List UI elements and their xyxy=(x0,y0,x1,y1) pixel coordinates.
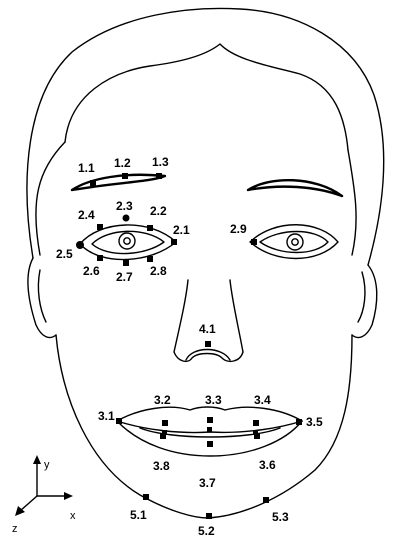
marker-mouth-inner-left xyxy=(162,430,167,435)
marker-mouth-inner-right xyxy=(253,430,258,435)
label-1-1: 1.1 xyxy=(78,161,95,175)
right-iris xyxy=(287,234,303,250)
hairline-right xyxy=(348,150,356,255)
label-4-1: 4.1 xyxy=(199,322,216,336)
marker-2-3 xyxy=(123,215,130,222)
left-pupil xyxy=(124,238,130,244)
marker-5-1 xyxy=(143,494,149,500)
marker-4-1 xyxy=(205,341,211,347)
left-eyebrow xyxy=(72,175,165,190)
label-3-5: 3.5 xyxy=(306,415,323,429)
marker-3-1 xyxy=(116,418,122,424)
label-3-1: 3.1 xyxy=(98,409,115,423)
label-2-5: 2.5 xyxy=(56,247,73,261)
marker-3-2 xyxy=(162,420,168,426)
left-iris xyxy=(119,233,135,249)
label-2-4: 2.4 xyxy=(78,208,95,222)
nose-right-line xyxy=(230,280,243,352)
label-2-7: 2.7 xyxy=(116,270,133,284)
label-2-8: 2.8 xyxy=(150,264,167,278)
label-5-2: 5.2 xyxy=(198,524,215,538)
marker-2-1 xyxy=(171,239,177,245)
marker-3-7 xyxy=(207,441,213,447)
right-ear-inner xyxy=(358,272,365,322)
label-3-4: 3.4 xyxy=(254,393,271,407)
label-2-2: 2.2 xyxy=(150,204,167,218)
lower-lip-bottom xyxy=(117,421,302,456)
hair-outline xyxy=(27,8,384,265)
z-axis-line xyxy=(20,496,37,511)
x-axis-label: x xyxy=(70,510,76,522)
marker-2-7 xyxy=(123,260,129,266)
label-2-9: 2.9 xyxy=(230,222,247,236)
y-axis-label: y xyxy=(44,459,50,471)
left-ear xyxy=(28,258,56,338)
marker-2-6 xyxy=(97,255,103,261)
label-3-2: 3.2 xyxy=(154,393,171,407)
marker-1-2 xyxy=(122,173,128,179)
left-ear-inner xyxy=(38,270,46,322)
nose-left-line xyxy=(174,280,188,352)
label-2-6: 2.6 xyxy=(83,264,100,278)
marker-mouth-inner-center xyxy=(207,427,212,432)
label-2-3: 2.3 xyxy=(116,199,133,213)
coordinate-axes: y x z xyxy=(12,455,76,535)
x-axis-arrowhead xyxy=(64,492,73,500)
marker-3-4 xyxy=(253,420,259,426)
hairline-left xyxy=(36,142,65,255)
marker-2-4 xyxy=(97,224,103,230)
marker-3-5 xyxy=(296,419,302,425)
right-eye-outer xyxy=(250,225,338,259)
nose-base xyxy=(174,352,243,361)
label-3-6: 3.6 xyxy=(259,458,276,472)
label-5-1: 5.1 xyxy=(130,508,147,522)
marker-1-3 xyxy=(156,173,162,179)
label-5-3: 5.3 xyxy=(272,510,289,524)
right-pupil xyxy=(292,239,298,245)
feature-point-labels: 1.1 1.2 1.3 2.1 2.2 2.3 2.4 2.5 2.6 2.7 … xyxy=(56,155,323,538)
marker-2-5 xyxy=(76,241,84,249)
label-1-3: 1.3 xyxy=(152,155,169,169)
marker-2-2 xyxy=(147,225,153,231)
label-3-3: 3.3 xyxy=(205,393,222,407)
z-axis-label: z xyxy=(12,523,18,535)
left-eye-inner xyxy=(92,231,164,253)
hair-inner-line xyxy=(65,44,348,150)
marker-3-3 xyxy=(207,417,213,423)
y-axis-arrowhead xyxy=(33,455,41,464)
marker-5-2 xyxy=(206,513,212,519)
label-3-8: 3.8 xyxy=(153,459,170,473)
marker-2-9 xyxy=(251,239,257,245)
label-1-2: 1.2 xyxy=(114,156,131,170)
label-2-1: 2.1 xyxy=(173,223,190,237)
marker-2-8 xyxy=(147,256,153,262)
marker-1-1 xyxy=(90,180,96,186)
right-eyebrow xyxy=(248,180,342,196)
label-3-7: 3.7 xyxy=(199,476,216,490)
marker-5-3 xyxy=(263,497,269,503)
